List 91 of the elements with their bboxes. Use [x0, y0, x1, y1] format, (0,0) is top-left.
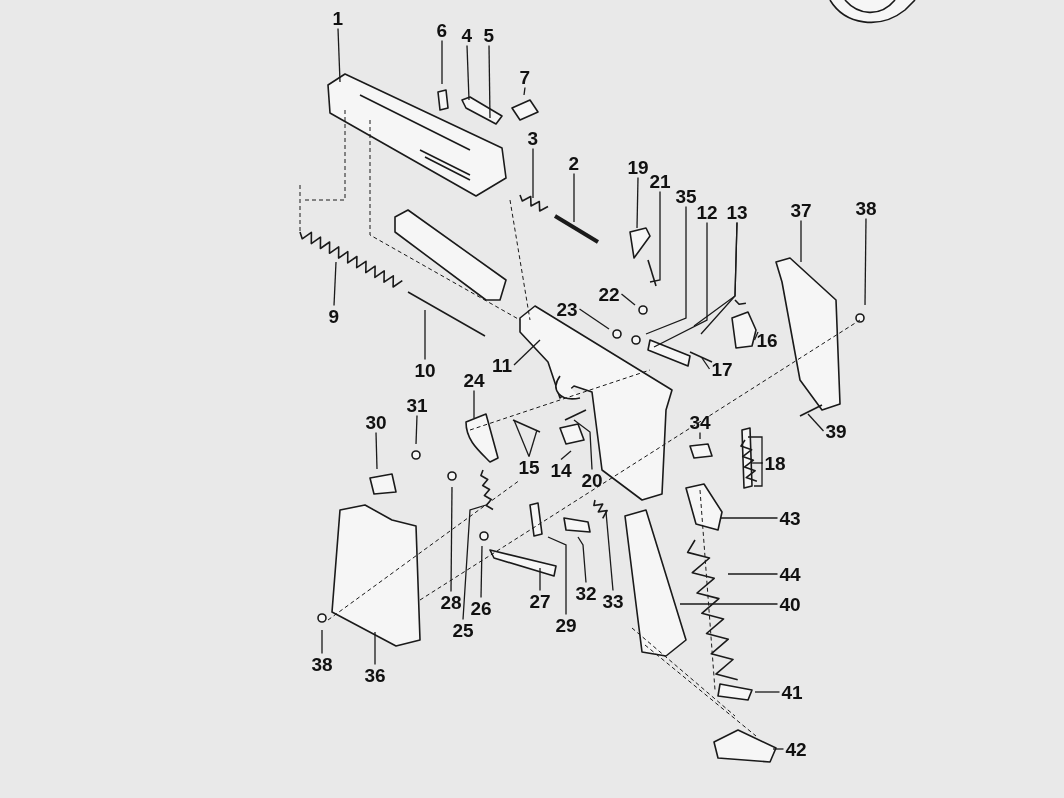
leader-line: [333, 261, 337, 307]
callout-number: 39: [825, 421, 847, 441]
callout-number: 3: [527, 128, 539, 148]
leader-line: [700, 221, 738, 335]
leader-line: [532, 147, 534, 199]
leader-line: [578, 308, 610, 330]
leader-line: [727, 573, 779, 575]
callout-number: 41: [781, 682, 803, 702]
callout-number: 2: [568, 153, 580, 173]
leader-line: [473, 389, 475, 419]
callout-number: 28: [440, 592, 462, 612]
callout-number: 12: [696, 202, 718, 222]
callout-number: 42: [785, 739, 807, 759]
callout-number: 10: [414, 360, 436, 380]
leader-line: [441, 39, 443, 85]
leader-line: [337, 27, 341, 83]
leader-line: [321, 629, 323, 655]
leader-line: [701, 357, 711, 370]
leader-line: [573, 172, 575, 223]
callout-number: 16: [756, 330, 778, 350]
callout-number: 44: [779, 564, 801, 584]
leader-line: [807, 413, 825, 432]
callout-number: 18: [764, 453, 786, 473]
leader-line: [513, 339, 541, 366]
callout-number: 36: [364, 665, 386, 685]
leader-line: [462, 504, 487, 621]
leader-line: [573, 419, 593, 471]
callout-number: 4: [461, 25, 473, 45]
leader-line: [800, 219, 802, 263]
callout-number: 37: [790, 200, 812, 220]
callout-number: 22: [598, 284, 620, 304]
leader-line: [636, 176, 639, 229]
leader-line: [488, 44, 491, 119]
leader-line: [653, 221, 708, 348]
leader-line: [513, 419, 530, 458]
callout-number: 1: [332, 8, 344, 28]
callout-number: 30: [365, 412, 387, 432]
leader-line: [754, 691, 781, 693]
leader-line: [645, 205, 687, 335]
callout-number: 24: [463, 370, 485, 390]
callout-number: 29: [555, 615, 577, 635]
callout-number: 34: [689, 412, 711, 432]
callout-number: 31: [406, 395, 428, 415]
callout-number: 27: [529, 591, 551, 611]
callout-number: 33: [602, 591, 624, 611]
callout-number: 5: [483, 25, 495, 45]
leader-line: [528, 429, 538, 458]
leader-line: [375, 431, 378, 470]
callout-number: 38: [311, 654, 333, 674]
leader-line: [480, 545, 483, 599]
callout-number: 7: [519, 67, 531, 87]
leader-line: [560, 450, 572, 461]
callout-number: 26: [470, 598, 492, 618]
callout-number: 15: [518, 457, 540, 477]
callout-number: 23: [556, 299, 578, 319]
callout-number: 32: [575, 583, 597, 603]
callout-number: 35: [675, 186, 697, 206]
callout-number: 13: [726, 202, 748, 222]
leader-line: [424, 309, 426, 361]
leader-line: [751, 462, 764, 464]
leader-line: [620, 293, 636, 306]
callout-number: 43: [779, 508, 801, 528]
leader-line: [374, 631, 376, 666]
leader-line: [450, 486, 453, 593]
callout-number: 25: [452, 620, 474, 640]
leader-line: [864, 217, 867, 306]
leader-line: [772, 748, 785, 750]
leader-line: [539, 567, 541, 592]
callout-number: 17: [711, 359, 733, 379]
callout-number: 14: [550, 460, 572, 480]
leader-line: [753, 331, 759, 341]
callout-number: 20: [581, 470, 603, 490]
callout-number: 11: [492, 355, 513, 375]
callout-number: 6: [436, 20, 448, 40]
leader-line: [699, 431, 701, 440]
callout-number: 38: [855, 198, 877, 218]
callout-number: 21: [649, 171, 671, 191]
leader-line: [547, 536, 567, 616]
leader-line: [523, 86, 526, 96]
leader-line: [753, 462, 764, 487]
leader-line: [679, 603, 779, 605]
leader-line: [466, 44, 470, 101]
callout-number: 40: [779, 594, 801, 614]
leader-line: [605, 511, 614, 592]
callout-number: 19: [627, 157, 649, 177]
leader-line: [577, 536, 587, 584]
leader-line: [649, 190, 661, 283]
leader-line: [747, 436, 764, 464]
leader-line: [415, 414, 418, 445]
callout-number: 9: [328, 306, 340, 326]
leader-line: [719, 517, 779, 519]
